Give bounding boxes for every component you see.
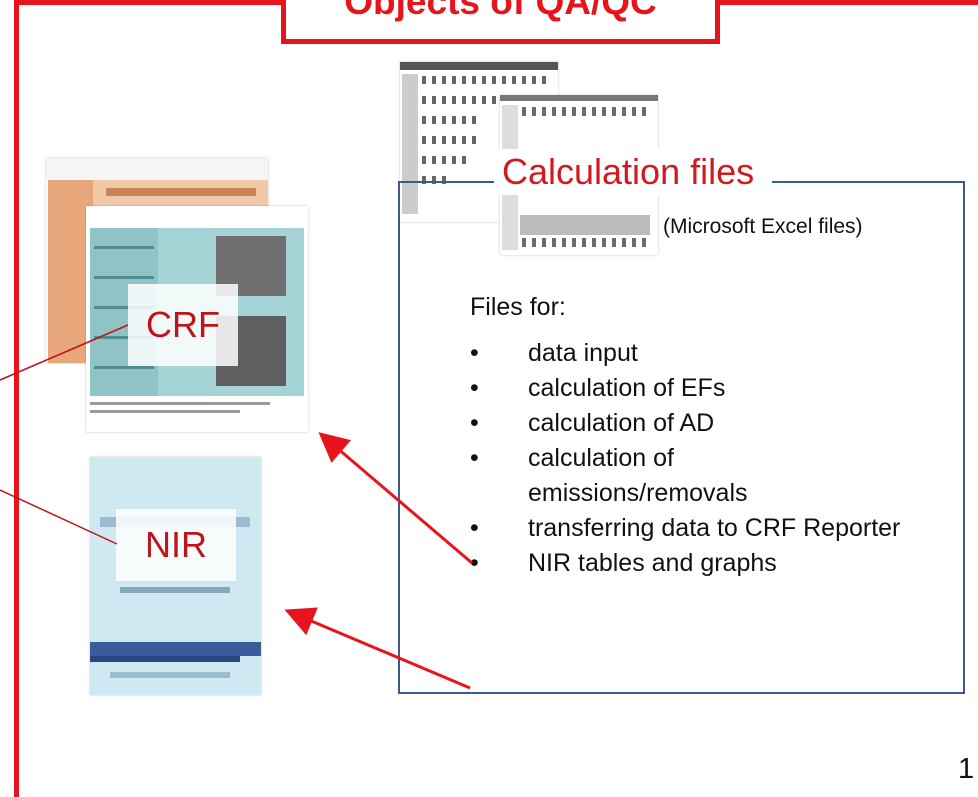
calculation-files-subtitle: (Microsoft Excel files) — [663, 215, 863, 238]
files-for-label: Files for: — [470, 293, 566, 321]
crf-label: CRF — [128, 284, 238, 366]
page-number: 1 — [958, 753, 975, 785]
list-item: •calculation of emissions/removals — [470, 444, 748, 507]
list-item: •calculation of EFs — [470, 374, 726, 402]
list-item: •transferring data to CRF Reporter — [470, 514, 901, 542]
title-box: Objects of QA/QC — [281, 0, 720, 44]
calculation-files-title: Calculation files — [494, 149, 773, 195]
crf-table-image-front — [86, 206, 308, 432]
calculation-files-list: •data input •calculation of EFs •calcula… — [466, 336, 946, 581]
list-item: •calculation of AD — [470, 409, 715, 437]
list-item: •data input — [470, 339, 638, 367]
slide-title: Objects of QA/QC — [344, 0, 657, 22]
list-item: •NIR tables and graphs — [470, 549, 777, 577]
nir-label: NIR — [116, 509, 236, 581]
